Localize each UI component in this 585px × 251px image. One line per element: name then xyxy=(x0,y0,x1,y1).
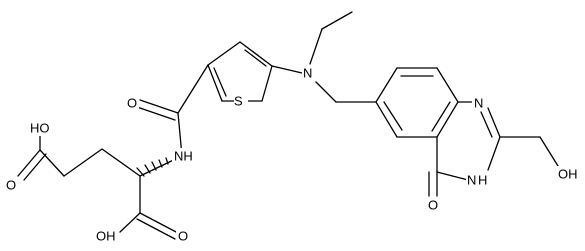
bond xyxy=(315,81,337,103)
bond xyxy=(139,99,179,114)
bond xyxy=(271,65,303,74)
atom-oxygen: O xyxy=(125,95,139,111)
hash-mark xyxy=(151,161,157,171)
atom-nitrogen: N xyxy=(302,65,316,81)
atom-label: N xyxy=(474,96,483,111)
hash-mark xyxy=(136,167,145,177)
bond xyxy=(63,148,103,177)
bond xyxy=(383,101,403,131)
bond xyxy=(207,64,223,102)
bond-layer xyxy=(17,11,559,240)
atom-label: NH xyxy=(174,149,193,164)
atom-hydroxyl: HO xyxy=(28,120,52,136)
hash-mark xyxy=(158,159,163,168)
bond xyxy=(480,111,493,138)
bond xyxy=(431,101,451,132)
atom-label: N xyxy=(303,66,312,81)
bond xyxy=(213,67,227,97)
bond xyxy=(436,67,459,103)
bond xyxy=(39,149,65,177)
bond xyxy=(487,107,501,138)
atom-ring-nh: N H xyxy=(466,172,492,188)
bond xyxy=(375,67,398,103)
bond xyxy=(207,41,241,66)
atom-label: O xyxy=(127,96,137,111)
atom-label: O xyxy=(6,178,16,193)
bond xyxy=(309,28,323,65)
bond xyxy=(436,101,459,138)
atom-label: OH xyxy=(96,229,116,244)
atom-label: S xyxy=(234,94,243,109)
bond xyxy=(136,106,176,121)
bond xyxy=(136,218,176,240)
bond xyxy=(23,153,47,181)
bond xyxy=(321,11,353,30)
atom-oxygen: O xyxy=(426,197,440,213)
atom-hydroxyl: OH xyxy=(556,166,582,182)
bond xyxy=(17,149,41,177)
atom-sulfur: S xyxy=(234,93,248,109)
bond xyxy=(119,212,141,233)
bond xyxy=(375,101,398,138)
bond xyxy=(239,41,273,67)
bond xyxy=(261,65,273,102)
atom-oxygen: O xyxy=(176,228,190,244)
bond xyxy=(539,136,559,167)
atom-label: O xyxy=(428,198,438,213)
atom-label: OH xyxy=(558,167,578,182)
hash-mark xyxy=(165,157,169,165)
atom-amide-nh: NH xyxy=(172,148,198,164)
bond xyxy=(101,148,141,177)
bond xyxy=(177,64,209,114)
atom-label: HO xyxy=(30,121,50,136)
bond xyxy=(436,171,469,181)
atom-hydroxyl: OH xyxy=(94,228,118,244)
bond xyxy=(244,49,267,67)
atom-nitrogen: N xyxy=(472,95,486,111)
atom-label-layer: S N NH O HO O OH xyxy=(4,65,582,244)
bond xyxy=(487,136,501,171)
atom-label: N xyxy=(467,173,476,188)
atom-oxygen: O xyxy=(4,177,18,193)
atom-label: O xyxy=(178,229,188,244)
stereo-bond xyxy=(136,157,169,177)
atom-label: H xyxy=(478,173,487,188)
hash-mark xyxy=(144,164,151,174)
bond xyxy=(139,212,179,234)
